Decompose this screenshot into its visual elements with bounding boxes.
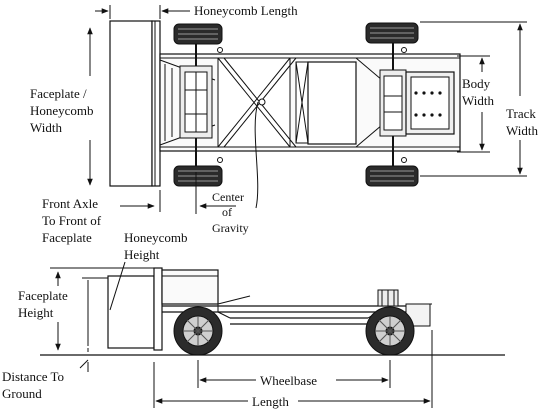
- labels: Honeycomb Length Faceplate / Honeycomb W…: [2, 3, 538, 409]
- label-honeycomb-height-2: Height: [124, 247, 160, 262]
- side-view-dimensions: [50, 261, 433, 408]
- wheel-front-side: [173, 306, 223, 356]
- label-center-of-gravity-3: Gravity: [212, 221, 249, 235]
- side-view: [40, 267, 505, 356]
- label-honeycomb-length: Honeycomb Length: [194, 3, 298, 18]
- label-front-axle-3: Faceplate: [42, 230, 92, 245]
- label-faceplate-width-1: Faceplate /: [30, 86, 87, 101]
- tire-rear-right-top: [365, 165, 419, 187]
- label-track-width-2: Width: [506, 123, 538, 138]
- wheel-rear-side: [365, 306, 415, 356]
- label-front-axle-2: To Front of: [42, 213, 102, 228]
- label-distance-to-ground-2: Ground: [2, 386, 42, 401]
- tire-front-left-top: [173, 23, 223, 45]
- label-faceplate-width-3: Width: [30, 120, 62, 135]
- faceplate-plate-top: [151, 20, 161, 187]
- label-length: Length: [252, 394, 289, 409]
- top-view-dimensions: [87, 5, 527, 214]
- chassis-frame-top: [159, 53, 461, 152]
- label-track-width-1: Track: [506, 106, 536, 121]
- tire-rear-left-top: [365, 22, 419, 44]
- label-honeycomb-height-1: Honeycomb: [124, 230, 188, 245]
- label-front-axle-1: Front Axle: [42, 196, 98, 211]
- label-body-width-2: Width: [462, 93, 494, 108]
- label-body-width-1: Body: [462, 76, 491, 91]
- top-view: [109, 20, 461, 187]
- label-distance-to-ground-1: Distance To: [2, 369, 64, 384]
- label-faceplate-height-1: Faceplate: [18, 288, 68, 303]
- faceplate-block-top: [109, 20, 153, 187]
- label-wheelbase: Wheelbase: [260, 373, 317, 388]
- faceplate-block-side: [107, 275, 155, 349]
- rear-plate-bolts: [414, 91, 442, 117]
- faceplate-plate-side: [153, 267, 163, 351]
- label-faceplate-width-2: Honeycomb: [30, 103, 94, 118]
- tire-front-right-top: [173, 165, 223, 187]
- label-center-of-gravity-1: Center: [212, 190, 244, 204]
- label-center-of-gravity-2: of: [222, 205, 232, 219]
- label-faceplate-height-2: Height: [18, 305, 54, 320]
